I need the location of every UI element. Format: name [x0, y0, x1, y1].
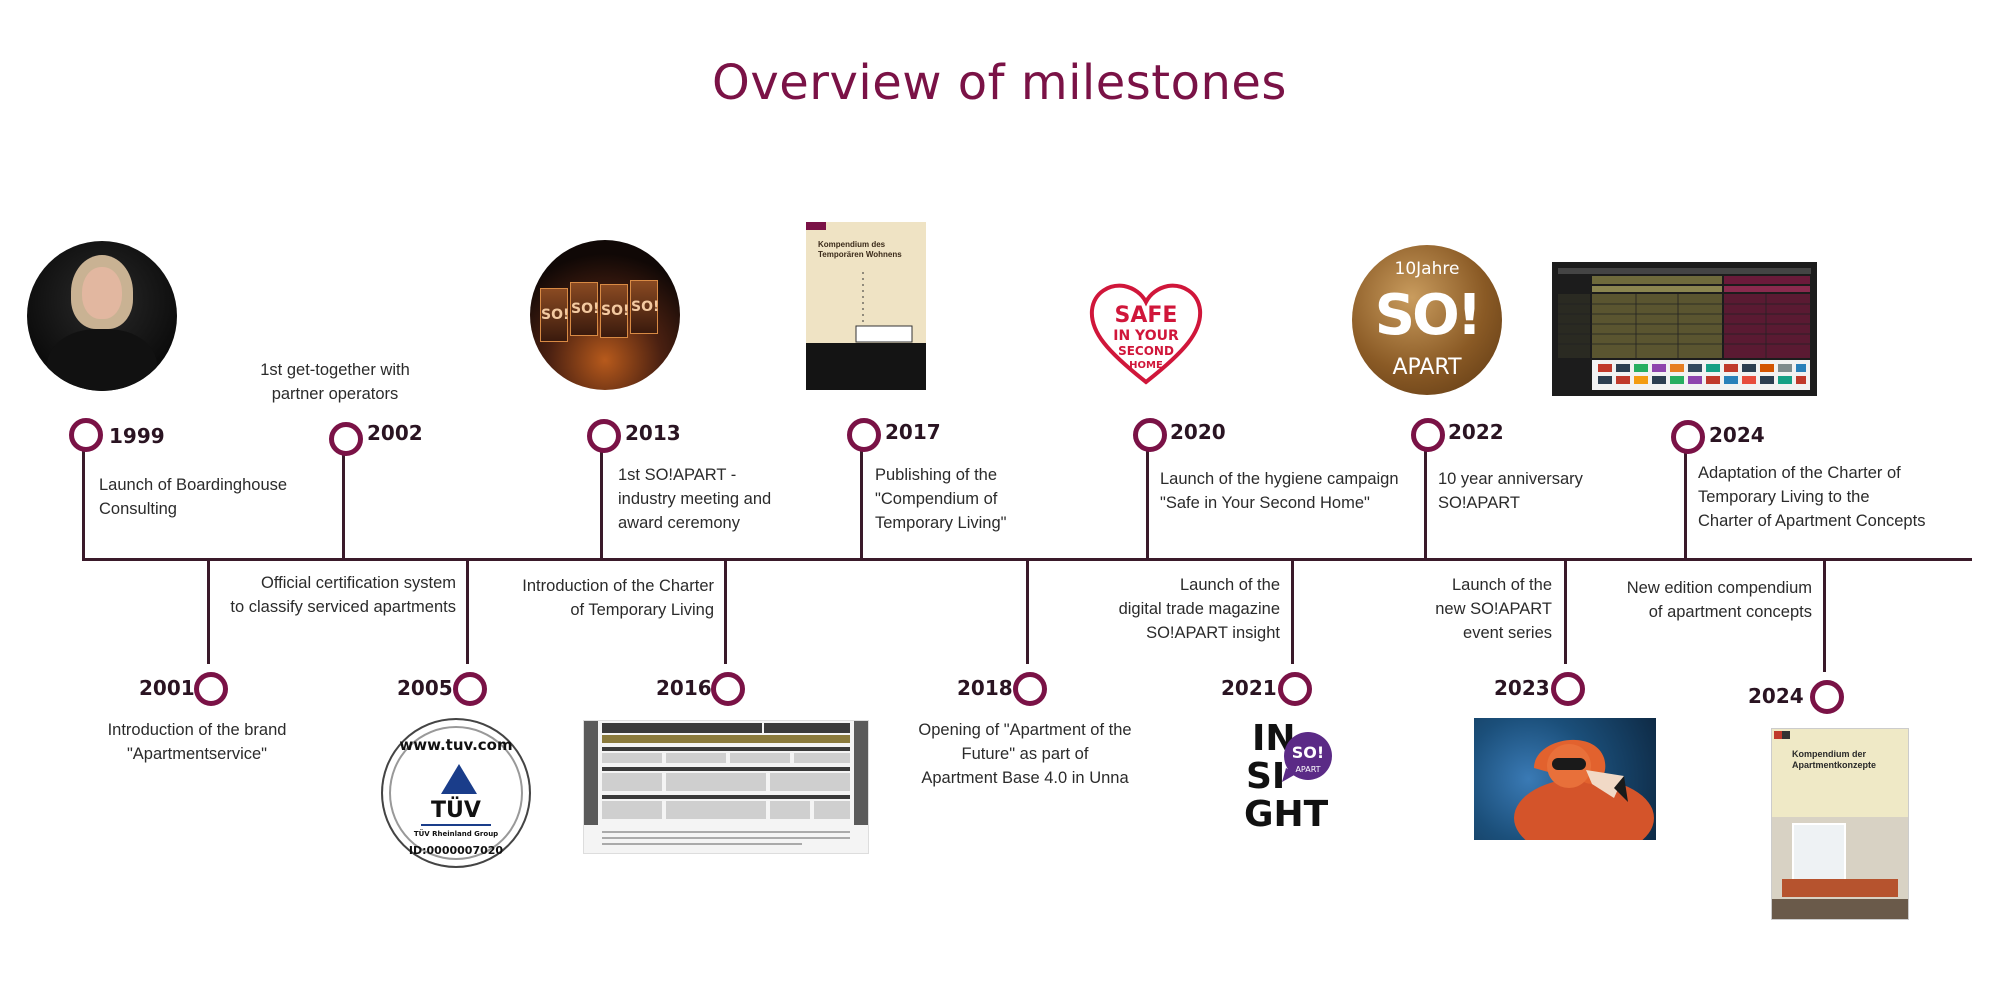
charter-table-image	[1552, 262, 1817, 396]
stem-2020	[1146, 447, 1149, 560]
svg-text:IN YOUR: IN YOUR	[1113, 328, 1179, 344]
milestone-dot-1999	[69, 418, 103, 452]
year-label: 2016	[656, 676, 712, 700]
svg-text:SAFE: SAFE	[1115, 303, 1178, 328]
year-label: 2021	[1221, 676, 1277, 700]
svg-text:HOME: HOME	[1129, 360, 1163, 371]
stem-2024a	[1684, 448, 1687, 560]
milestone-dot-2020	[1133, 418, 1167, 452]
year-label: 2020	[1170, 420, 1226, 444]
year-label: 2017	[885, 420, 941, 444]
year-label: 1999	[109, 424, 165, 448]
year-label: 2002	[367, 421, 423, 445]
year-label: 2023	[1494, 676, 1550, 700]
compendium-apartment-concepts-cover-image: Kompendium der Apartmentkonzepte	[1771, 728, 1909, 920]
safe-campaign-heart-logo: SAFE IN YOUR SECOND HOME	[1088, 282, 1204, 386]
year-label: 2024	[1748, 684, 1804, 708]
milestone-dot-2023	[1551, 672, 1585, 706]
stem-2001	[207, 558, 210, 664]
milestone-dot-2024a	[1671, 420, 1705, 454]
stem-2023	[1564, 558, 1567, 664]
flamingo-event-image	[1474, 718, 1656, 840]
milestone-dot-2001	[194, 672, 228, 706]
stem-2022	[1424, 447, 1427, 560]
year-label: 2024	[1709, 423, 1765, 447]
year-label: 2022	[1448, 420, 1504, 444]
stem-1999	[82, 446, 85, 560]
year-label: 2013	[625, 421, 681, 445]
compendium-book-cover-image: Kompendium des Temporären Wohnens	[806, 222, 926, 390]
svg-text:GHT: GHT	[1244, 794, 1329, 832]
award-trophies-image: SO! SO! SO! SO!	[530, 240, 680, 390]
milestone-dot-2017	[847, 418, 881, 452]
stem-2013	[600, 447, 603, 560]
milestone-description: Publishing of the"Compendium of Temporar…	[875, 466, 1007, 532]
svg-text:SI: SI	[1246, 756, 1285, 797]
milestone-dot-2005	[453, 672, 487, 706]
tuv-certification-seal: www.tuv.com TÜV TÜV Rheinland Group ID:0…	[381, 718, 531, 868]
milestone-dot-2024b	[1810, 680, 1844, 714]
page-title: Overview of milestones	[712, 55, 1287, 111]
milestone-description: Introduction of the brand"Apartmentservi…	[107, 721, 287, 763]
milestone-dot-2022	[1411, 418, 1445, 452]
stem-2024b	[1823, 558, 1826, 672]
milestone-dot-2016	[711, 672, 745, 706]
stem-2021	[1291, 558, 1294, 664]
svg-text:APART: APART	[1295, 765, 1320, 774]
svg-text:SECOND: SECOND	[1118, 344, 1174, 358]
svg-text:SO!: SO!	[1292, 743, 1324, 762]
milestone-description: Launch of the hygiene campaign"Safe in Y…	[1160, 470, 1399, 512]
year-label: 2018	[957, 676, 1013, 700]
stem-2016	[724, 558, 727, 664]
insight-magazine-logo: IN SI GHT SO! APART	[1242, 712, 1338, 835]
milestone-dot-2002	[329, 422, 363, 456]
year-label: 2001	[139, 676, 195, 700]
milestone-dot-2018	[1013, 672, 1047, 706]
anniversary-badge-image: 10Jahre SO! APART	[1352, 245, 1502, 395]
stem-2005	[466, 558, 469, 664]
year-label: 2005	[397, 676, 453, 700]
milestone-dot-2013	[587, 419, 621, 453]
charter-of-temporary-living-image	[583, 720, 869, 854]
milestone-dot-2021	[1278, 672, 1312, 706]
stem-2018	[1026, 558, 1029, 664]
stem-2017	[860, 447, 863, 560]
founder-portrait-image	[27, 241, 177, 391]
stem-2002	[342, 450, 345, 560]
